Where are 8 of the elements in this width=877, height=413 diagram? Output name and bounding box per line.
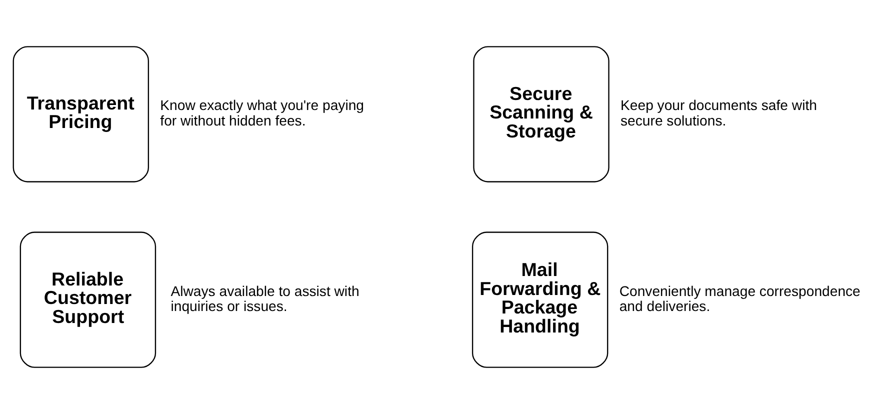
node-box: Transparent Pricing	[12, 46, 150, 182]
node-label: Know exactly what you're paying for without hidden fees.	[160, 96, 364, 128]
node-box: Mail Forwarding & Package Handling	[472, 231, 608, 368]
node-box: Secure Scanning & Storage	[473, 46, 610, 182]
node-label: Conveniently manage correspondence and deliveries.	[619, 282, 860, 314]
node-box: Reliable Customer Support	[20, 231, 156, 368]
node-label: Keep your documents safe with secure solutions.	[620, 96, 817, 128]
node-label: Always available to assist with inquiries or issues.	[170, 282, 360, 314]
